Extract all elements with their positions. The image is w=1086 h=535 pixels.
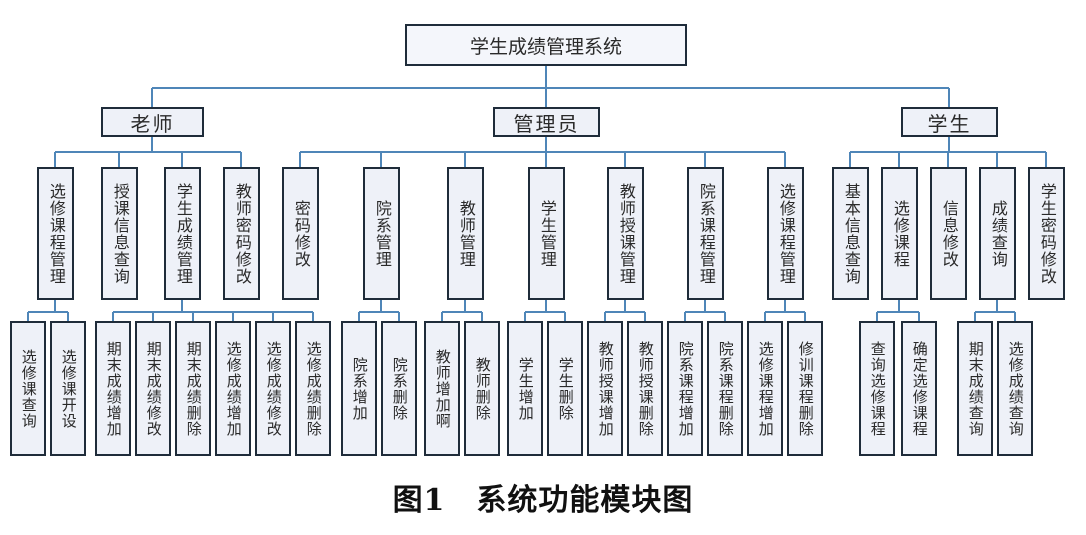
module-label: 教师密码修改 [232, 182, 252, 285]
function-label: 教师授课增加 [596, 340, 615, 437]
module-box: 教师密码修改 [223, 167, 260, 300]
module-label: 基本信息查询 [841, 182, 861, 285]
function-label: 院系课程增加 [676, 340, 695, 437]
module-box: 学生密码修改 [1028, 167, 1065, 300]
function-box: 修训课程删除 [787, 321, 823, 456]
module-box: 选修课程管理 [767, 167, 804, 300]
module-box: 学生管理 [528, 167, 565, 300]
function-box: 确定选修课程 [901, 321, 937, 456]
module-label: 学生密码修改 [1037, 182, 1057, 285]
function-box: 期末成绩删除 [175, 321, 211, 456]
function-label: 院系删除 [390, 356, 409, 421]
function-label: 选修课程增加 [756, 340, 775, 437]
module-box: 学生成绩管理 [164, 167, 201, 300]
module-label: 选修课程管理 [46, 182, 66, 285]
function-label: 选修成绩查询 [1006, 340, 1025, 437]
function-box: 选修课程增加 [747, 321, 783, 456]
module-box: 授课信息查询 [101, 167, 138, 300]
module-box: 选修课程管理 [37, 167, 74, 300]
module-box: 基本信息查询 [832, 167, 869, 300]
module-label: 密码修改 [291, 199, 311, 268]
module-box: 密码修改 [282, 167, 319, 300]
function-box: 学生删除 [547, 321, 583, 456]
function-box: 选修成绩增加 [215, 321, 251, 456]
root-title: 学生成绩管理系统 [469, 35, 622, 58]
module-box: 院系课程管理 [687, 167, 724, 300]
function-label: 选修成绩删除 [304, 340, 323, 437]
role-teacher-label: 老师 [130, 111, 175, 136]
function-label: 确定选修课程 [910, 340, 929, 437]
function-box: 选修课查询 [10, 321, 46, 456]
function-label: 期末成绩修改 [144, 340, 163, 437]
root-box: 学生成绩管理系统 [405, 24, 687, 66]
module-label: 选修课程管理 [776, 182, 796, 285]
function-box: 教师授课删除 [627, 321, 663, 456]
function-box: 期末成绩增加 [95, 321, 131, 456]
role-teacher-box: 老师 [101, 107, 204, 137]
function-label: 选修成绩修改 [264, 340, 283, 437]
role-admin-box: 管理员 [493, 107, 600, 137]
function-box: 院系课程删除 [707, 321, 743, 456]
function-box: 院系增加 [341, 321, 377, 456]
function-label: 院系课程删除 [716, 340, 735, 437]
function-box: 学生增加 [507, 321, 543, 456]
module-label: 选修课程 [890, 199, 910, 268]
function-box: 选修成绩修改 [255, 321, 291, 456]
function-label: 院系增加 [350, 356, 369, 421]
function-label: 学生删除 [556, 356, 575, 421]
module-label: 学生成绩管理 [173, 182, 193, 285]
module-diagram: 学生成绩管理系统 老师 管理员 学生 选修课程管理 授课信息查询 学生成绩管理 … [10, 24, 1065, 456]
function-box: 院系课程增加 [667, 321, 703, 456]
module-box: 选修课程 [881, 167, 918, 300]
module-box: 教师管理 [447, 167, 484, 300]
function-box: 教师授课增加 [587, 321, 623, 456]
function-label: 期末成绩查询 [966, 340, 985, 437]
module-label: 院系管理 [372, 199, 392, 268]
module-label: 院系课程管理 [696, 182, 716, 285]
function-box: 选修成绩删除 [295, 321, 331, 456]
role-student-box: 学生 [901, 107, 998, 137]
module-box: 信息修改 [930, 167, 967, 300]
role-student-label: 学生 [927, 111, 972, 136]
module-label: 教师授课管理 [616, 182, 636, 285]
function-box: 选修成绩查询 [997, 321, 1033, 456]
function-box: 院系删除 [381, 321, 417, 456]
function-label: 教师授课删除 [636, 340, 655, 437]
module-label: 授课信息查询 [110, 182, 130, 285]
function-label: 选修成绩增加 [224, 340, 243, 437]
module-label: 学生管理 [537, 199, 557, 268]
connector-lines [27, 66, 1047, 321]
function-label: 期末成绩增加 [104, 340, 123, 437]
function-box: 查询选修课程 [859, 321, 895, 456]
function-box: 期末成绩修改 [135, 321, 171, 456]
module-box: 院系管理 [363, 167, 400, 300]
function-box: 选修课开设 [50, 321, 86, 456]
function-label: 修训课程删除 [796, 340, 815, 437]
module-label: 教师管理 [456, 199, 476, 268]
function-box: 教师删除 [464, 321, 500, 456]
module-label: 信息修改 [939, 199, 959, 268]
module-box: 教师授课管理 [607, 167, 644, 300]
figure-caption: 图1 系统功能模块图 [392, 483, 694, 518]
module-box: 成绩查询 [979, 167, 1016, 300]
role-admin-label: 管理员 [513, 111, 580, 136]
function-label: 期末成绩删除 [184, 340, 203, 437]
function-label: 查询选修课程 [868, 340, 887, 437]
function-box: 教师增加啊 [424, 321, 460, 456]
module-label: 成绩查询 [988, 199, 1008, 268]
function-label: 选修课查询 [19, 348, 38, 429]
function-label: 选修课开设 [59, 348, 78, 429]
function-label: 教师删除 [473, 356, 492, 421]
function-label: 学生增加 [516, 356, 535, 421]
function-label: 教师增加啊 [433, 348, 452, 429]
function-box: 期末成绩查询 [957, 321, 993, 456]
